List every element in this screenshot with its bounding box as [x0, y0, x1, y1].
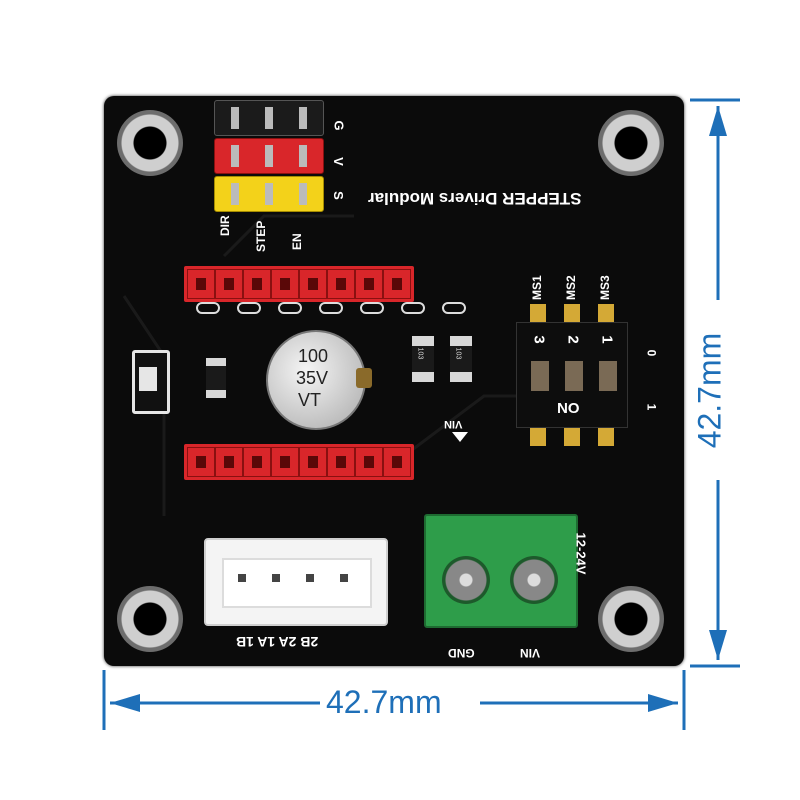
resistor-103-b: 103: [450, 336, 472, 382]
socket-top-pad-markers: [196, 302, 466, 314]
resistor-left: [206, 358, 226, 398]
capacitor-line-3: VT: [298, 390, 322, 410]
motor-connector: [204, 538, 388, 626]
smd-component-left: [132, 350, 170, 414]
dip-switch[interactable]: 3 2 1 ON: [516, 322, 628, 428]
dip-toggle-1[interactable]: [531, 361, 549, 391]
socket-header-bottom: [184, 444, 414, 480]
mounting-hole-top-right: [598, 110, 664, 176]
mounting-hole-top-left: [117, 110, 183, 176]
dip-toggle-3[interactable]: [599, 361, 617, 391]
resistor-103-a: 103: [412, 336, 434, 382]
capacitor: 100 35V VT: [266, 330, 366, 430]
vin-arrow-icon: [452, 432, 468, 442]
pin-header-red-row: [214, 138, 324, 174]
dip-pins-bottom: [530, 428, 620, 446]
capacitor-line-2: 35V: [296, 368, 329, 388]
pin-header-black-row: [214, 100, 324, 136]
dimension-height-label: 42.7mm: [691, 332, 728, 449]
dip-toggle-2[interactable]: [565, 361, 583, 391]
terminal-screw-left[interactable]: [442, 556, 490, 604]
dimension-width-label: 42.7mm: [326, 684, 442, 720]
capacitor-line-1: 100: [298, 346, 329, 366]
terminal-screw-right[interactable]: [510, 556, 558, 604]
mounting-hole-bottom-right: [598, 586, 664, 652]
mounting-hole-bottom-left: [117, 586, 183, 652]
pin-header-yellow-row: [214, 176, 324, 212]
terminal-block: [424, 514, 578, 628]
socket-header-top: [184, 266, 414, 302]
dip-pins-top: [530, 304, 620, 322]
capacitor-base: [356, 368, 372, 388]
